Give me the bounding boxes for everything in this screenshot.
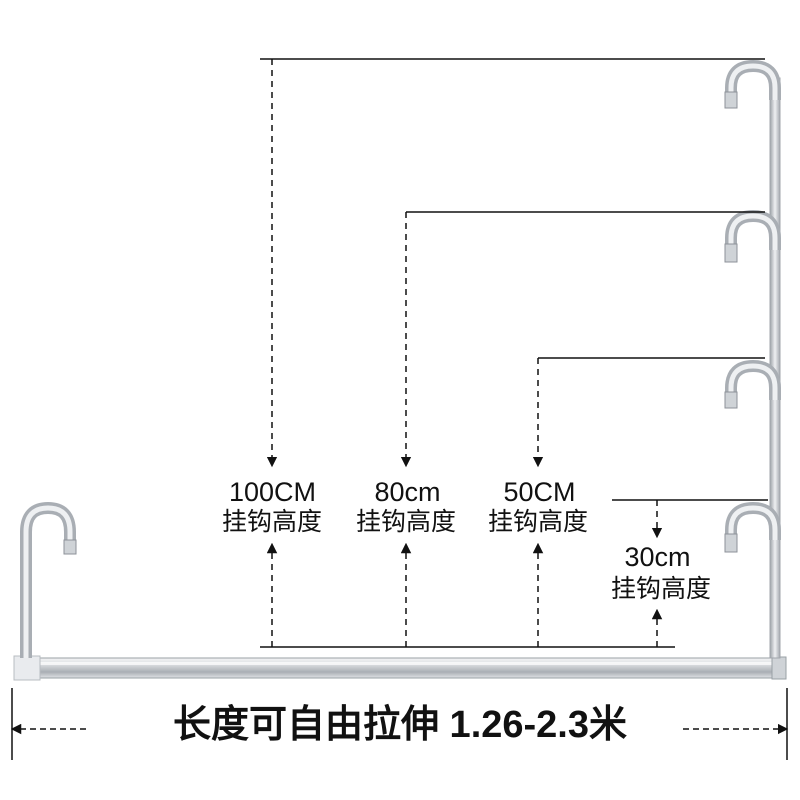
hook-80cm	[724, 209, 781, 263]
hook-caption-30: 挂钩高度	[610, 575, 711, 603]
hook-caption-80: 挂钩高度	[355, 508, 456, 536]
hook-size-80: 80cm	[374, 477, 441, 507]
hook-caption-50: 挂钩高度	[487, 508, 588, 536]
hook-30cm	[724, 501, 781, 553]
hook-100cm	[724, 59, 781, 109]
hook-size-30: 30cm	[624, 542, 691, 572]
right-hooks	[724, 59, 781, 553]
hook-caption-100: 挂钩高度	[221, 508, 322, 536]
left-hook	[20, 501, 77, 658]
hook-50cm	[724, 359, 781, 409]
hook-size-100: 100CM	[228, 477, 317, 507]
dimension-lines	[10, 58, 789, 760]
hook-size-50: 50CM	[503, 477, 576, 507]
length-label: 长度可自由拉伸 1.26-2.3米	[173, 704, 627, 746]
telescopic-rod	[13, 655, 787, 681]
